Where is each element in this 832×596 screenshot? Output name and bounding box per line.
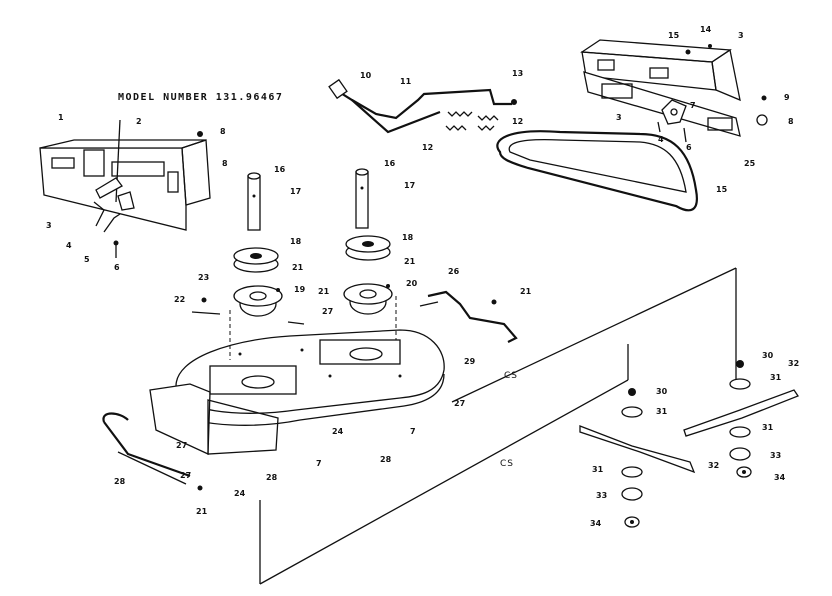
callout-8a: 8 — [220, 127, 226, 136]
callout-21-bumper: 21 — [196, 507, 208, 516]
callout-8b: 8 — [222, 159, 228, 168]
blade-assembly-right — [683, 360, 799, 478]
mower-deck — [149, 296, 445, 456]
spring-right — [477, 115, 499, 131]
left-pulley — [233, 247, 279, 273]
callout-8-right: 8 — [788, 117, 794, 126]
callout-6: 6 — [114, 263, 120, 272]
callout-2: 2 — [136, 117, 142, 126]
blade-assembly-left — [579, 388, 696, 528]
clip-27 — [287, 321, 305, 325]
callout-21-left: 21 — [292, 263, 304, 272]
callout-28-bumper: 28 — [114, 477, 126, 486]
callout-17-left: 17 — [290, 187, 301, 196]
idler-link — [419, 290, 518, 343]
spring-left — [445, 111, 473, 131]
callout-1: 1 — [58, 113, 64, 122]
callout-31-left: 31 — [656, 407, 668, 416]
callout-20-right: 20 — [406, 279, 418, 288]
plate-22 — [191, 311, 221, 315]
callout-4: 4 — [66, 241, 72, 250]
right-mounting-bracket — [580, 39, 768, 143]
callout-30-right: 30 — [762, 351, 774, 360]
bolt-23 — [201, 297, 207, 303]
model-number-label: MODEL NUMBER 131.96467 — [118, 92, 284, 103]
callout-18-left: 18 — [290, 237, 302, 246]
callout-13: 13 — [512, 69, 523, 78]
callout-14: 14 — [700, 25, 712, 34]
callout-27-bumper: 27 — [180, 471, 191, 480]
callout-11: 11 — [400, 77, 412, 86]
callout-33-left: 33 — [596, 491, 607, 500]
section-frame — [259, 267, 737, 585]
callout-23: 23 — [198, 273, 209, 282]
callout-31b-left: 31 — [592, 465, 604, 474]
callout-32-left: 32 — [708, 461, 719, 470]
callout-26: 26 — [448, 267, 460, 276]
callout-3: 3 — [46, 221, 52, 230]
callout-6-right: 6 — [686, 143, 692, 152]
callout-15-belt: 15 — [716, 185, 728, 194]
callout-19-left: 19 — [294, 285, 306, 294]
right-pulley — [345, 235, 391, 261]
callout-labels: 1 2 8 8 3 4 5 6 16 17 16 17 18 18 21 21 … — [46, 25, 799, 528]
callout-29: 29 — [464, 357, 476, 366]
callout-34-right: 34 — [774, 473, 786, 482]
callout-27-deck: 27 — [454, 399, 465, 408]
callout-33-right: 33 — [770, 451, 781, 460]
callout-4-right: 4 — [658, 135, 664, 144]
section-label-cs-2: CS — [500, 459, 514, 469]
callout-7-deck: 7 — [316, 459, 322, 468]
left-spindle — [233, 285, 283, 317]
callout-10: 10 — [360, 71, 372, 80]
callout-3-right: 3 — [738, 31, 744, 40]
callout-12a: 12 — [422, 143, 433, 152]
callout-28b: 28 — [266, 473, 278, 482]
callout-9: 9 — [784, 93, 790, 102]
callout-18-right: 18 — [402, 233, 414, 242]
callout-7b-deck: 7 — [410, 427, 416, 436]
callout-31b-right: 31 — [762, 423, 774, 432]
callout-24a: 24 — [332, 427, 344, 436]
right-shaft — [355, 168, 369, 229]
callout-3b-right: 3 — [616, 113, 622, 122]
deck-bumper — [102, 412, 203, 491]
callout-5: 5 — [84, 255, 90, 264]
engagement-rod — [328, 78, 517, 134]
callout-32-right: 32 — [788, 359, 799, 368]
callout-21-mid: 21 — [318, 287, 330, 296]
callout-34-left: 34 — [590, 519, 602, 528]
callout-21-right: 21 — [404, 257, 416, 266]
callout-27-deck-b: 27 — [176, 441, 187, 450]
callout-15-right: 15 — [668, 31, 680, 40]
left-mounting-bracket — [39, 119, 211, 258]
section-label-cs-1: CS — [504, 371, 518, 381]
callout-27-mid: 27 — [322, 307, 333, 316]
right-spindle — [343, 283, 393, 315]
callout-17-right: 17 — [404, 181, 415, 190]
callout-24b: 24 — [234, 489, 246, 498]
callout-7-right: 7 — [690, 101, 696, 110]
callout-31-right: 31 — [770, 373, 782, 382]
left-shaft — [247, 172, 261, 231]
callout-30-left: 30 — [656, 387, 668, 396]
callout-28a: 28 — [380, 455, 392, 464]
callout-16-left: 16 — [274, 165, 286, 174]
callout-16-right: 16 — [384, 159, 396, 168]
callout-25: 25 — [744, 159, 756, 168]
callout-21-link: 21 — [520, 287, 532, 296]
bolt-8-top — [197, 131, 203, 137]
callout-12b: 12 — [512, 117, 523, 126]
drive-belt — [496, 130, 698, 212]
callout-22: 22 — [174, 295, 185, 304]
